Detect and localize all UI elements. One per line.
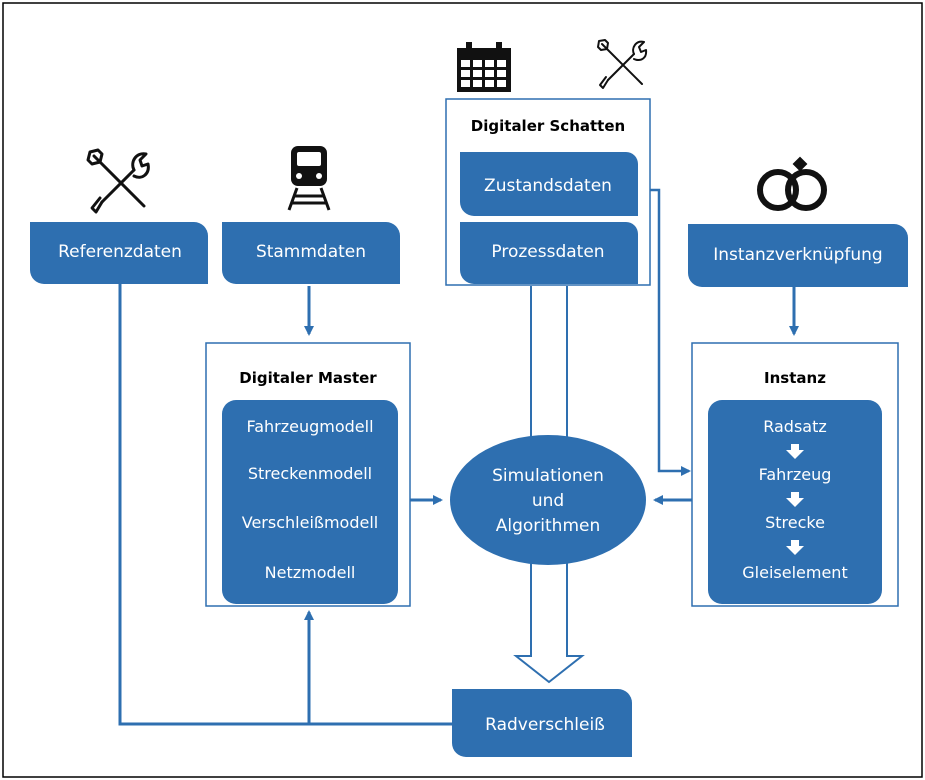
instanz-item-gleiselement: Gleiselement <box>742 563 847 582</box>
simulation-ellipse <box>450 435 646 565</box>
prozessdaten-label: Prozessdaten <box>491 242 604 262</box>
instanz-item-strecke: Strecke <box>765 513 825 532</box>
simulation-line-1: Simulationen <box>492 466 604 486</box>
tools-icon <box>86 148 150 214</box>
master-item-streckenmodell: Streckenmodell <box>248 464 372 483</box>
instanz-arrow-1 <box>786 444 804 459</box>
line-referenz-to-radverschleiss <box>118 283 452 726</box>
stammdaten-box <box>222 222 400 284</box>
digitaler-schatten-title: Digitaler Schatten <box>471 117 625 135</box>
instanz-item-radsatz: Radsatz <box>763 417 827 436</box>
zustandsdaten-label: Zustandsdaten <box>484 176 612 196</box>
calendar-icon <box>457 42 511 92</box>
instanz-item-fahrzeug: Fahrzeug <box>759 465 832 484</box>
referenzdaten-box <box>30 222 208 284</box>
instanz-arrow-3 <box>786 540 804 555</box>
master-item-verschleissmodell: Verschleißmodell <box>242 513 378 532</box>
master-item-netzmodell: Netzmodell <box>265 563 356 582</box>
simulation-line-2: und <box>532 491 564 511</box>
instanzverknuepfung-label: Instanzverknüpfung <box>713 245 882 265</box>
radverschleiss-box <box>452 689 632 757</box>
radverschleiss-label: Radverschleiß <box>485 715 605 735</box>
digitaler-master-title: Digitaler Master <box>239 369 377 387</box>
rings-icon <box>757 156 827 211</box>
tools-icon <box>597 39 648 89</box>
instanz-arrow-2 <box>786 492 804 507</box>
master-item-fahrzeugmodell: Fahrzeugmodell <box>246 417 373 436</box>
instanz-title: Instanz <box>764 369 826 387</box>
referenzdaten-label: Referenzdaten <box>58 242 182 262</box>
stammdaten-label: Stammdaten <box>256 242 366 262</box>
prozessdaten-box <box>460 222 638 284</box>
simulation-line-3: Algorithmen <box>496 516 601 536</box>
digitaler-master-inner-box <box>222 400 398 604</box>
zustandsdaten-box <box>460 152 638 216</box>
instanzverknuepfung-box <box>688 224 908 287</box>
train-icon <box>287 146 331 211</box>
